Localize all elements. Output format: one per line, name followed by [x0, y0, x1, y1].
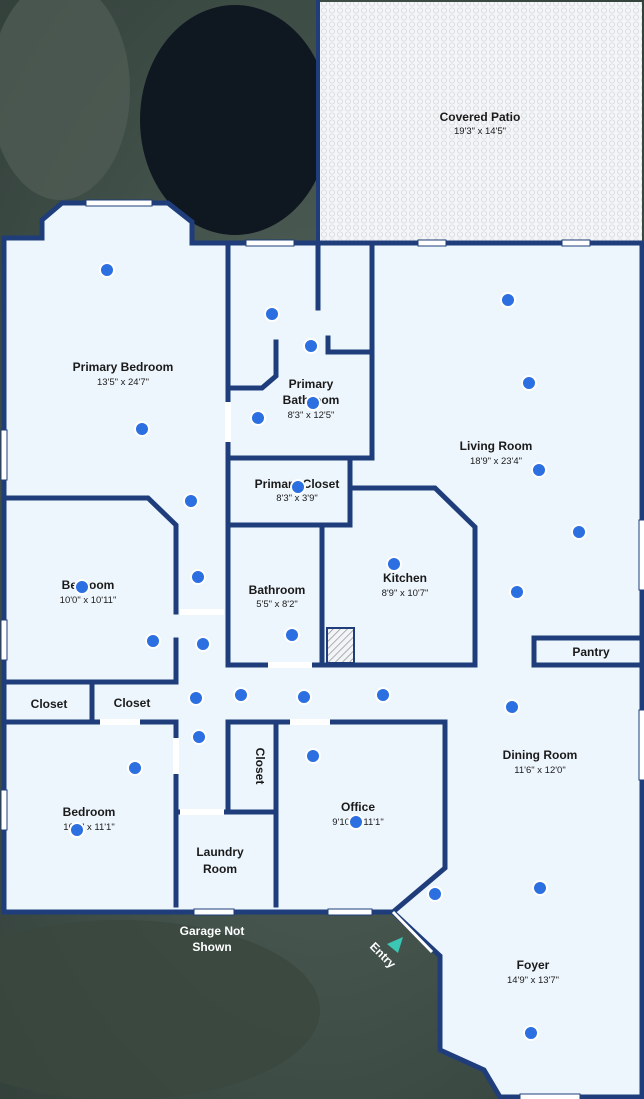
office-name: Office — [341, 800, 375, 814]
closet-1-name: Closet — [31, 697, 68, 711]
windows — [0, 199, 644, 1099]
photo-marker-icon[interactable] — [233, 687, 249, 703]
photo-marker-icon[interactable] — [290, 479, 306, 495]
photo-marker-icon[interactable] — [74, 579, 90, 595]
photo-markers — [69, 262, 587, 1041]
pantry-name: Pantry — [572, 645, 610, 659]
photo-marker-icon[interactable] — [504, 699, 520, 715]
photo-marker-icon[interactable] — [145, 633, 161, 649]
primary-bathroom-name-1: Primary — [289, 377, 334, 391]
primary-bathroom-dims: 8'3" x 12'5" — [288, 410, 335, 421]
bedroom-1-dims: 10'0" x 10'11" — [60, 595, 117, 606]
covered-patio-dims: 19'3" x 14'5" — [454, 126, 506, 137]
photo-marker-icon[interactable] — [523, 1025, 539, 1041]
living-room-name: Living Room — [460, 439, 533, 453]
primary-bedroom-dims: 13'5" x 24'7" — [97, 377, 149, 388]
photo-marker-icon[interactable] — [188, 690, 204, 706]
photo-marker-icon[interactable] — [509, 584, 525, 600]
photo-marker-icon[interactable] — [99, 262, 115, 278]
photo-marker-icon[interactable] — [190, 569, 206, 585]
photo-marker-icon[interactable] — [183, 493, 199, 509]
photo-marker-icon[interactable] — [375, 687, 391, 703]
dining-room-name: Dining Room — [503, 748, 578, 762]
photo-marker-icon[interactable] — [532, 880, 548, 896]
photo-marker-icon[interactable] — [296, 689, 312, 705]
photo-marker-icon[interactable] — [521, 375, 537, 391]
pond-area — [140, 5, 330, 235]
bathroom-dims: 5'5" x 8'2" — [256, 599, 298, 610]
photo-marker-icon[interactable] — [69, 822, 85, 838]
garage-note-line1: Garage Not — [180, 924, 245, 938]
photo-marker-icon[interactable] — [531, 462, 547, 478]
garage-note-line2: Shown — [192, 940, 231, 954]
photo-marker-icon[interactable] — [195, 636, 211, 652]
tree-area — [0, 0, 130, 200]
photo-marker-icon[interactable] — [127, 760, 143, 776]
kitchen-dims: 8'9" x 10'7" — [382, 588, 429, 599]
photo-marker-icon[interactable] — [305, 395, 321, 411]
laundry-room-name-1: Laundry — [196, 845, 244, 859]
photo-marker-icon[interactable] — [284, 627, 300, 643]
closet-3-name: Closet — [253, 748, 267, 785]
photo-marker-icon[interactable] — [386, 556, 402, 572]
photo-marker-icon[interactable] — [305, 748, 321, 764]
photo-marker-icon[interactable] — [250, 410, 266, 426]
entry-door — [391, 910, 434, 954]
kitchen-fixture — [326, 627, 355, 664]
closet-2-name: Closet — [114, 696, 151, 710]
primary-bedroom-name: Primary Bedroom — [73, 360, 174, 374]
covered-patio-name: Covered Patio — [440, 110, 521, 124]
photo-marker-icon[interactable] — [427, 886, 443, 902]
foyer-name: Foyer — [517, 958, 550, 972]
bedroom-2-dims: 10'1" x 11'1" — [63, 822, 114, 833]
photo-marker-icon[interactable] — [500, 292, 516, 308]
bedroom-2-name: Bedroom — [63, 805, 116, 819]
lawn-area — [0, 920, 320, 1099]
photo-marker-icon[interactable] — [134, 421, 150, 437]
room-labels: Covered Patio 19'3" x 14'5" Primary Bedr… — [31, 110, 610, 986]
photo-marker-icon[interactable] — [264, 306, 280, 322]
living-room-dims: 18'9" x 23'4" — [470, 456, 522, 467]
laundry-room-name-2: Room — [203, 862, 237, 876]
interior-walls — [1, 240, 644, 916]
photo-marker-icon[interactable] — [571, 524, 587, 540]
primary-closet-dims: 8'3" x 3'9" — [276, 493, 318, 504]
foyer-dims: 14'9" x 13'7" — [507, 975, 559, 986]
photo-marker-icon[interactable] — [348, 814, 364, 830]
entry-arrow-icon — [387, 937, 403, 953]
photo-marker-icon[interactable] — [303, 338, 319, 354]
covered-patio-floor — [318, 2, 642, 245]
dining-room-dims: 11'6" x 12'0" — [514, 765, 565, 776]
bathroom-name: Bathroom — [249, 583, 306, 597]
photo-marker-icon[interactable] — [191, 729, 207, 745]
kitchen-name: Kitchen — [383, 571, 427, 585]
